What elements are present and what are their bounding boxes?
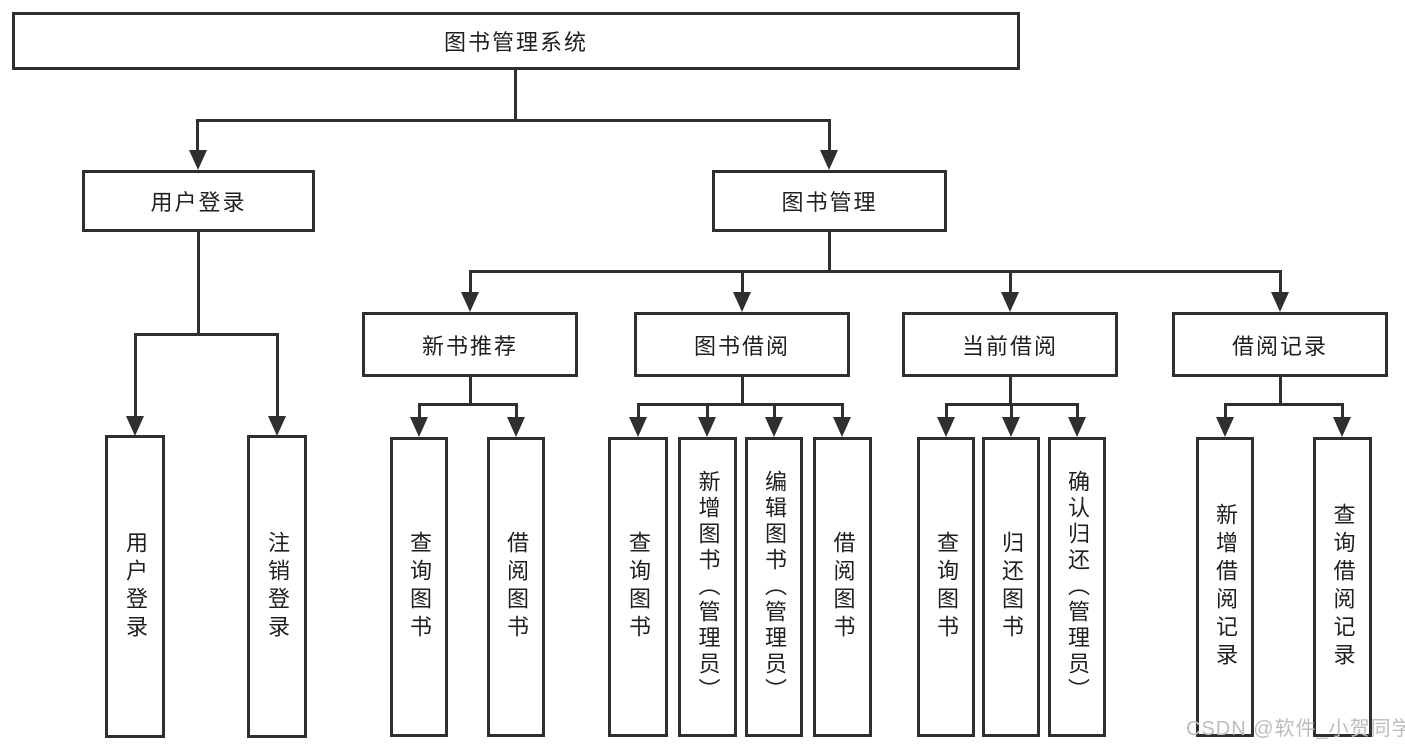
arrow-down-icon <box>1333 417 1351 437</box>
node-root: 图书管理系统 <box>12 12 1020 70</box>
arrow-down-icon <box>629 417 647 437</box>
connector-stem <box>945 403 948 419</box>
leaf-record-add: 新增借阅记录 <box>1196 437 1254 737</box>
node-current-borrow: 当前借阅 <box>902 312 1118 377</box>
node-borrow-record: 借阅记录 <box>1172 312 1388 377</box>
leaf-current-return-book: 归还图书 <box>982 437 1040 737</box>
connector-stem <box>134 333 137 417</box>
arrow-down-icon <box>507 417 525 437</box>
leaf-record-query: 查询借阅记录 <box>1313 437 1372 737</box>
leaf-borrow-edit-book-label: 编辑图书（管理员） <box>762 470 787 704</box>
leaf-borrow-add-book: 新增图书（管理员） <box>678 437 737 737</box>
node-book-borrow-label: 图书借阅 <box>693 333 790 359</box>
connector-current-borrow-drop <box>1009 377 1012 406</box>
leaf-current-query-book: 查询图书 <box>917 437 975 737</box>
arrow-down-icon <box>937 417 955 437</box>
connector-level2-rail <box>469 270 1282 273</box>
connector-stem <box>276 333 279 417</box>
leaf-current-return-book-label: 归还图书 <box>999 531 1024 643</box>
connector-level1-rail <box>196 119 831 122</box>
connector-book-mgmt-drop <box>828 232 831 273</box>
connector-stem <box>469 270 472 294</box>
connector-stem <box>196 119 199 152</box>
leaf-borrow-borrow-book: 借阅图书 <box>813 437 872 737</box>
leaf-current-confirm-return-label: 确认归还（管理员） <box>1065 470 1090 704</box>
connector-stem <box>1009 270 1012 294</box>
arrow-down-icon <box>461 292 479 312</box>
leaf-newrec-query-book: 查询图书 <box>390 437 448 737</box>
connector-stem <box>418 403 421 419</box>
arrow-down-icon <box>833 417 851 437</box>
arrow-down-icon <box>189 150 207 170</box>
arrow-down-icon <box>126 416 144 436</box>
leaf-current-query-book-label: 查询图书 <box>934 531 959 643</box>
arrow-down-icon <box>820 150 838 170</box>
node-new-book-rec-label: 新书推荐 <box>421 333 518 359</box>
leaf-record-query-label: 查询借阅记录 <box>1330 503 1356 671</box>
connector-stem <box>1279 270 1282 294</box>
leaf-borrow-query-book-label: 查询图书 <box>626 531 651 643</box>
arrow-down-icon <box>410 417 428 437</box>
arrow-down-icon <box>1216 417 1234 437</box>
leaf-borrow-query-book: 查询图书 <box>608 437 668 737</box>
arrow-down-icon <box>1002 417 1020 437</box>
node-book-borrow: 图书借阅 <box>634 312 850 377</box>
arrow-down-icon <box>733 292 751 312</box>
connector-user-login-drop <box>197 232 200 335</box>
leaf-newrec-borrow-book: 借阅图书 <box>487 437 545 737</box>
leaf-borrow-borrow-book-label: 借阅图书 <box>830 531 856 643</box>
node-user-login-label: 用户登录 <box>150 190 247 215</box>
leaf-record-add-label: 新增借阅记录 <box>1213 503 1238 671</box>
connector-stem <box>773 403 776 419</box>
connector-stem <box>706 403 709 419</box>
arrow-down-icon <box>698 417 716 437</box>
node-new-book-rec: 新书推荐 <box>362 312 578 377</box>
connector-stem <box>741 270 744 294</box>
connector-root-drop <box>514 70 517 121</box>
arrow-down-icon <box>1271 292 1289 312</box>
connector-stem <box>637 403 640 419</box>
arrow-down-icon <box>268 416 286 436</box>
connector-new-book-rec-drop <box>469 377 472 406</box>
connector-stem <box>1076 403 1079 419</box>
leaf-borrow-edit-book: 编辑图书（管理员） <box>745 437 803 737</box>
connector-stem <box>1224 403 1227 419</box>
connector-stem <box>515 403 518 419</box>
node-root-label: 图书管理系统 <box>443 30 588 55</box>
arrow-down-icon <box>1068 417 1086 437</box>
connector-stem <box>1341 403 1344 419</box>
node-book-mgmt: 图书管理 <box>712 170 947 232</box>
arrow-down-icon <box>765 417 783 437</box>
node-borrow-record-label: 借阅记录 <box>1231 333 1328 359</box>
node-book-mgmt-label: 图书管理 <box>781 190 878 215</box>
leaf-user-login-label: 用户登录 <box>123 530 148 643</box>
leaf-current-confirm-return: 确认归还（管理员） <box>1048 437 1106 737</box>
connector-book-borrow-drop <box>741 377 744 406</box>
connector-stem <box>841 403 844 419</box>
arrow-down-icon <box>1001 292 1019 312</box>
connector-stem <box>828 119 831 152</box>
leaf-newrec-borrow-book-label: 借阅图书 <box>504 531 529 643</box>
csdn-watermark: CSDN @软件_小贺同学 <box>1186 718 1405 740</box>
connector-borrow-record-drop <box>1279 377 1282 406</box>
node-current-borrow-label: 当前借阅 <box>961 333 1058 359</box>
connector-borrow-record-rail <box>1224 403 1344 406</box>
node-user-login: 用户登录 <box>82 170 315 232</box>
leaf-logout-label: 注销登录 <box>265 530 290 643</box>
connector-stem <box>1010 403 1013 419</box>
connector-book-borrow-rail <box>637 403 844 406</box>
leaf-newrec-query-book-label: 查询图书 <box>407 531 432 643</box>
connector-user-login-rail <box>134 333 279 336</box>
leaf-user-login: 用户登录 <box>105 435 165 738</box>
connector-new-book-rec-rail <box>418 403 518 406</box>
leaf-borrow-add-book-label: 新增图书（管理员） <box>695 470 721 704</box>
leaf-logout: 注销登录 <box>247 435 307 738</box>
